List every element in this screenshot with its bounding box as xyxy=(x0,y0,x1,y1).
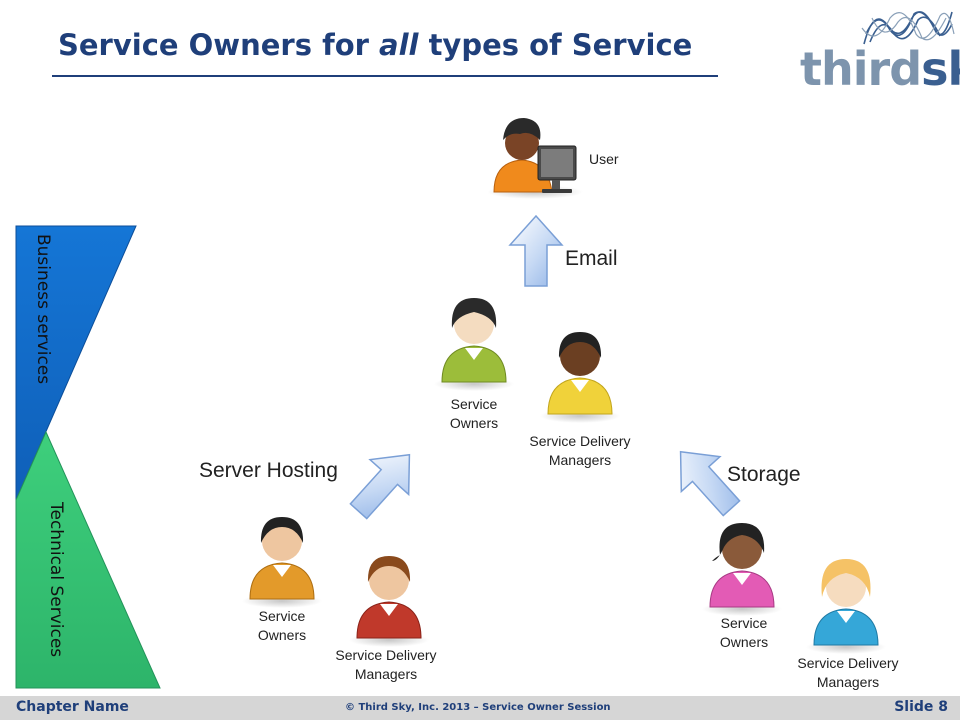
thirdsky-logo-wave-icon xyxy=(861,11,955,45)
title-emphasis: all xyxy=(379,28,419,62)
hosting-service-delivery-manager-person-icon xyxy=(349,556,429,647)
slide-footer: Chapter Name © Third Sky, Inc. 2013 – Se… xyxy=(0,696,960,720)
chapter-name: Chapter Name xyxy=(16,699,129,715)
business-services-label: Business services xyxy=(33,234,53,385)
user-at-computer-icon xyxy=(487,118,583,199)
technical-services-band xyxy=(15,430,161,689)
hosting-service-owner-person-icon xyxy=(242,517,322,608)
slide-number: Slide 8 xyxy=(894,699,948,715)
storage-service-delivery-manager-person-icon xyxy=(806,559,886,654)
storage-label: Storage xyxy=(727,463,801,486)
server-hosting-arrow xyxy=(349,453,411,520)
email-service-delivery-manager-person-icon xyxy=(540,332,620,423)
storage-arrow xyxy=(679,450,741,517)
storage-service-owner-person-icon xyxy=(702,523,782,616)
thirdsky-logo: thirdsky xyxy=(800,42,960,96)
email-label: Email xyxy=(565,247,618,270)
email-service-owner-person-icon xyxy=(434,298,514,391)
user-label: User xyxy=(589,151,619,167)
server-hosting-label: Server Hosting xyxy=(199,459,338,482)
email-arrow xyxy=(508,214,564,287)
technical-services-label: Technical Services xyxy=(46,502,66,658)
slide-title: Service Owners for all types of Service xyxy=(58,28,693,62)
title-underline xyxy=(52,75,718,77)
copyright-notice: © Third Sky, Inc. 2013 – Service Owner S… xyxy=(345,702,611,713)
